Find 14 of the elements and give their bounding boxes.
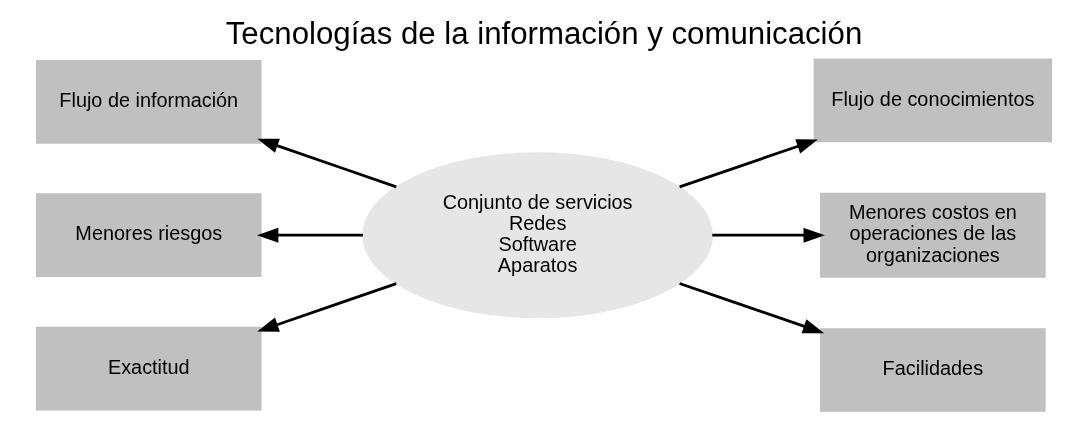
arrow bbox=[679, 139, 818, 189]
node-ellipse: Conjunto de servicios Redes Software Aparatos bbox=[362, 152, 713, 319]
node-box: Exactitud bbox=[35, 326, 262, 411]
diagram-title: Tecnologías de la información y comunicación bbox=[225, 16, 863, 52]
arrow bbox=[257, 282, 397, 332]
node-box: Flujo de información bbox=[35, 59, 262, 144]
node-box: Facilidades bbox=[820, 328, 1046, 412]
node-box: Menores costos en operaciones de las organizaciones bbox=[820, 192, 1046, 278]
arrow bbox=[257, 138, 397, 189]
node-box: Menores riesgos bbox=[35, 193, 262, 278]
arrow bbox=[257, 227, 363, 243]
node-box: Flujo de conocimientos bbox=[813, 58, 1053, 143]
arrow bbox=[712, 227, 825, 243]
arrow bbox=[679, 282, 825, 334]
